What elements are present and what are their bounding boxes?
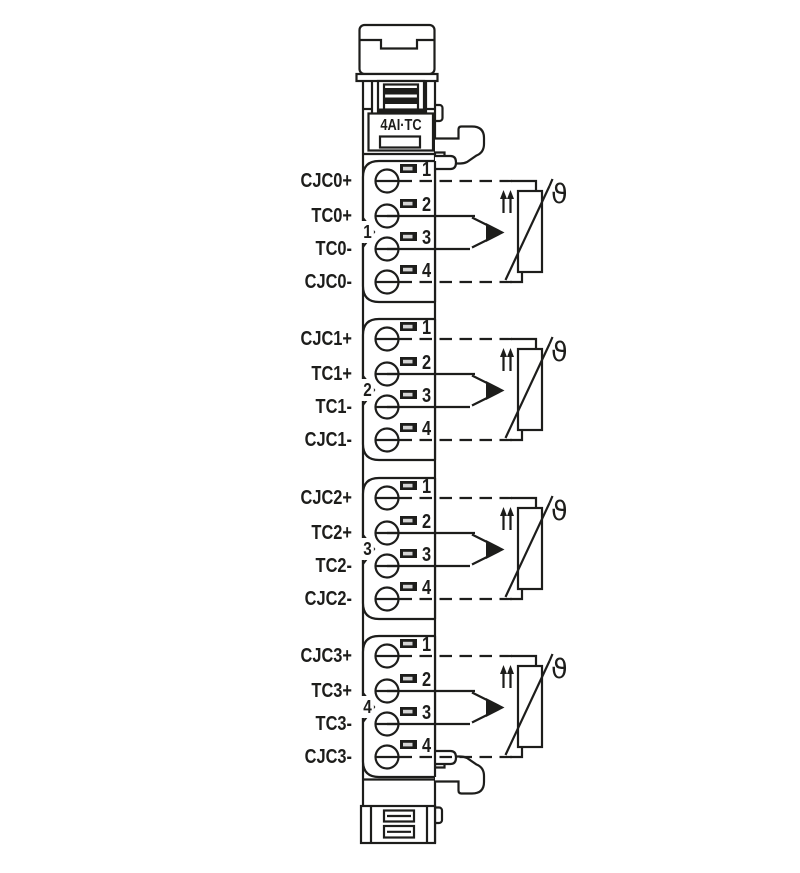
- signal-label: CJC1-: [304, 429, 352, 451]
- signal-label: CJC2-: [304, 588, 352, 610]
- signal-label: TC2-: [315, 555, 352, 577]
- terminal-number: 2: [422, 669, 432, 691]
- terminal-number: 4: [422, 735, 432, 757]
- theta-symbol: ϑ: [551, 496, 568, 527]
- signal-label: CJC3-: [304, 746, 352, 768]
- terminal-number: 3: [422, 385, 432, 407]
- signal-label: TC0-: [315, 238, 352, 260]
- module-foot: [359, 778, 444, 845]
- theta-symbol: ϑ: [551, 179, 568, 210]
- signal-label: CJC0+: [300, 170, 352, 192]
- side-tab: [435, 103, 444, 123]
- signal-label: TC1-: [315, 396, 352, 418]
- channel-3-art: [363, 478, 553, 619]
- signal-label: CJC3+: [300, 645, 352, 667]
- terminal-number: 3: [422, 702, 432, 724]
- signal-label: CJC1+: [300, 328, 352, 350]
- group-number: 2: [361, 379, 374, 401]
- terminal-number: 1: [422, 476, 432, 498]
- bus-connector: [376, 79, 426, 115]
- side-tab: [435, 806, 444, 825]
- terminal-number: 3: [422, 544, 432, 566]
- channel-2-art: [363, 319, 553, 460]
- terminal-number: 3: [422, 227, 432, 249]
- group-number: 3: [361, 538, 374, 560]
- terminal-number: 4: [422, 260, 432, 282]
- signal-label: TC3-: [315, 713, 352, 735]
- terminal-number: 2: [422, 194, 432, 216]
- group-number: 4: [361, 696, 374, 718]
- module-head: [355, 23, 444, 156]
- terminal-number: 2: [422, 511, 432, 533]
- signal-label: TC1+: [311, 363, 352, 385]
- signal-label: TC2+: [311, 522, 352, 544]
- terminal-number: 1: [422, 159, 432, 181]
- terminal-number: 4: [422, 577, 432, 599]
- channel-1-art: [363, 161, 553, 302]
- terminal-number: 2: [422, 352, 432, 374]
- signal-label: CJC2+: [300, 487, 352, 509]
- signal-label: CJC0-: [304, 271, 352, 293]
- group-number: 1: [361, 221, 374, 243]
- signal-label: TC3+: [311, 680, 352, 702]
- terminal-number: 1: [422, 634, 432, 656]
- theta-symbol: ϑ: [551, 654, 568, 685]
- theta-symbol: ϑ: [551, 337, 568, 368]
- module-label-box: [367, 112, 435, 152]
- signal-label: TC0+: [311, 205, 352, 227]
- terminal-number: 1: [422, 317, 432, 339]
- module-type-label: 4AI·TC: [380, 117, 422, 134]
- power-jumper-contact-top: [433, 125, 486, 171]
- terminal-number: 4: [422, 418, 432, 440]
